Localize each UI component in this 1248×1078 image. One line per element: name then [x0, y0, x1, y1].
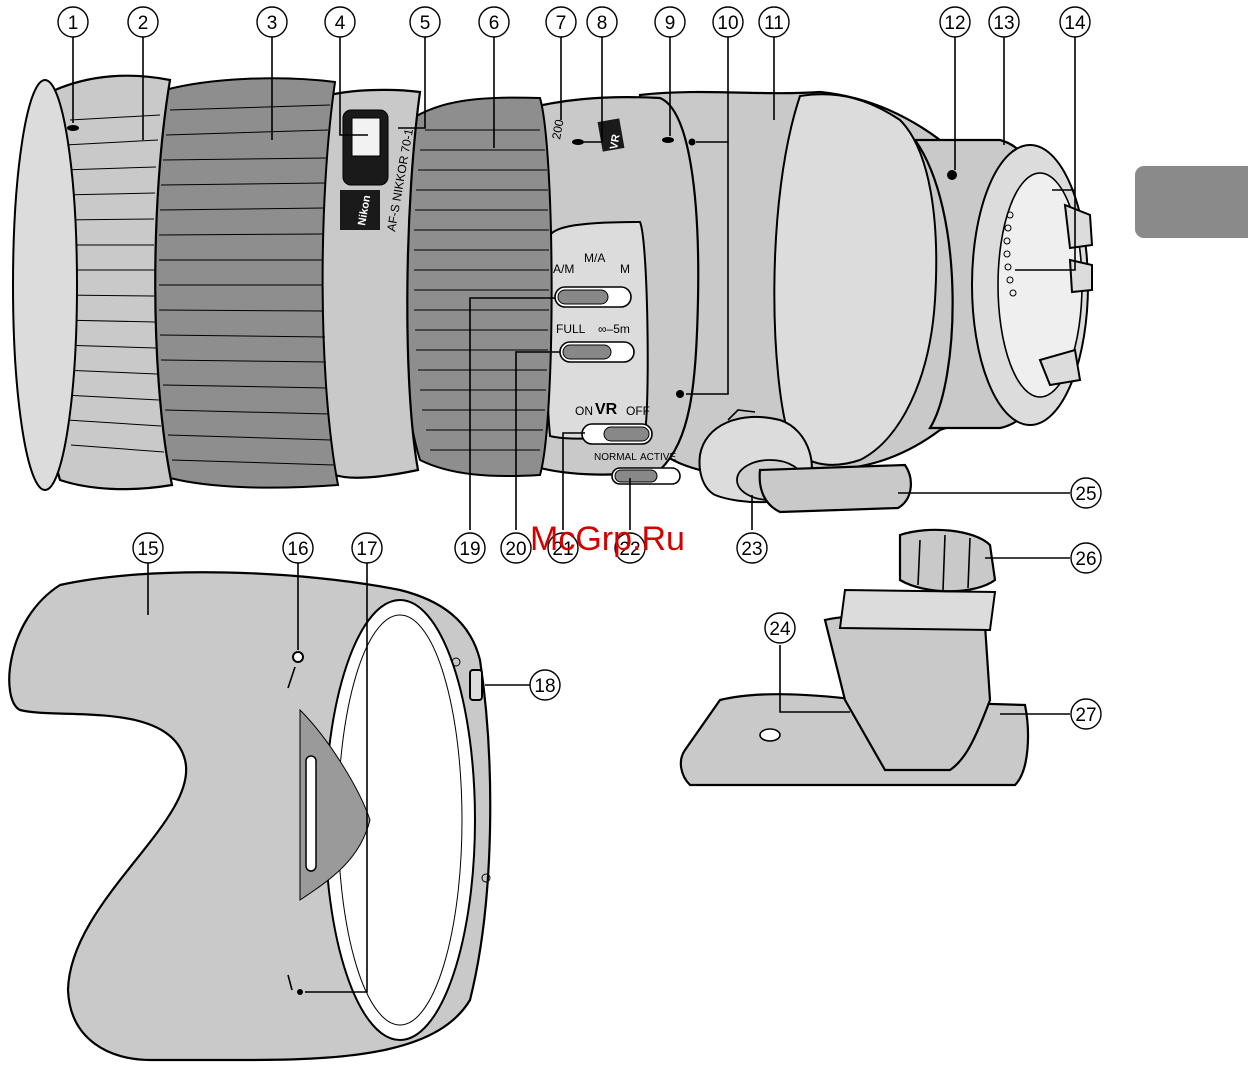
- callout-17: 17: [352, 533, 382, 563]
- svg-text:26: 26: [1075, 549, 1096, 570]
- svg-text:20: 20: [505, 539, 526, 560]
- callout-20: 20: [501, 533, 531, 563]
- tripod-foot-mounted: [760, 465, 911, 512]
- tripod-socket: [760, 729, 780, 741]
- svg-text:3: 3: [267, 13, 278, 34]
- collar-index: [662, 137, 674, 143]
- callout-4: 4: [325, 7, 355, 37]
- svg-text:27: 27: [1075, 705, 1096, 726]
- vr-title: VR: [595, 401, 618, 418]
- svg-text:13: 13: [993, 13, 1014, 34]
- callout-6: 6: [479, 7, 509, 37]
- tripod-index-top: [689, 139, 696, 146]
- svg-text:1: 1: [68, 13, 79, 34]
- svg-text:7: 7: [556, 13, 567, 34]
- svg-text:10: 10: [717, 13, 738, 34]
- focus-limit-range: ∞–5m: [598, 322, 630, 336]
- svg-text:8: 8: [597, 13, 608, 34]
- vr-mode-active: ACTIVE: [640, 452, 676, 463]
- callout-25: 25: [1071, 478, 1101, 508]
- svg-text:19: 19: [459, 539, 480, 560]
- zoom-ring: [400, 98, 552, 477]
- svg-text:25: 25: [1075, 484, 1096, 505]
- hood-slot: [306, 756, 316, 871]
- callout-19: 19: [455, 533, 485, 563]
- tripod-index-bottom: [676, 390, 684, 398]
- callout-8: 8: [587, 7, 617, 37]
- focal-index: [572, 139, 584, 145]
- svg-text:14: 14: [1064, 13, 1086, 34]
- tripod-foot-illustration: [681, 530, 1028, 785]
- focus-mode-am: A/M: [553, 262, 574, 276]
- callout-12: 12: [940, 7, 970, 37]
- vr-off: OFF: [626, 404, 650, 418]
- svg-text:6: 6: [489, 13, 500, 34]
- locking-screw: [900, 530, 995, 591]
- hood-mount-index: [67, 125, 79, 131]
- callout-18: 18: [530, 670, 560, 700]
- callout-9: 9: [655, 7, 685, 37]
- svg-text:11: 11: [764, 13, 784, 34]
- callout-27: 27: [1071, 699, 1101, 729]
- lens-illustration: Nikon AF-S NIKKOR 70-1: [13, 76, 1092, 512]
- svg-text:18: 18: [534, 676, 555, 697]
- focus-limit-full: FULL: [556, 322, 586, 336]
- svg-text:12: 12: [944, 13, 965, 34]
- callout-11: 11: [759, 7, 789, 37]
- hood-release-button: [470, 670, 482, 700]
- callout-26: 26: [1071, 543, 1101, 573]
- svg-text:5: 5: [420, 13, 431, 34]
- svg-text:15: 15: [137, 539, 158, 560]
- callout-1: 1: [58, 7, 88, 37]
- chapter-tab: [1135, 166, 1248, 238]
- svg-text:23: 23: [741, 539, 762, 560]
- hood-mounting-index: [293, 652, 303, 662]
- callout-23: 23: [737, 533, 767, 563]
- callout-5: 5: [410, 7, 440, 37]
- mounting-index: [947, 170, 957, 180]
- focus-ring: [151, 78, 338, 487]
- lens-hood-illustration: [9, 572, 490, 1060]
- vr-mode-normal: NORMAL: [594, 452, 637, 463]
- hood-setting-index: [297, 989, 303, 995]
- focus-mode-ma: M/A: [584, 251, 605, 265]
- front-rim: [13, 80, 77, 490]
- callout-24: 24: [765, 613, 795, 643]
- svg-text:24: 24: [769, 619, 791, 640]
- foot-top: [840, 590, 995, 630]
- callout-16: 16: [283, 533, 313, 563]
- callout-3: 3: [257, 7, 287, 37]
- svg-text:17: 17: [356, 539, 377, 560]
- svg-text:2: 2: [138, 13, 149, 34]
- mount-lug: [1065, 205, 1092, 248]
- callout-10: 10: [713, 7, 743, 37]
- callout-15: 15: [133, 533, 163, 563]
- watermark: McGrp.Ru: [530, 520, 685, 558]
- vr-on: ON: [575, 404, 593, 418]
- svg-text:4: 4: [335, 13, 346, 34]
- callout-2: 2: [128, 7, 158, 37]
- callout-7: 7: [546, 7, 576, 37]
- callout-13: 13: [989, 7, 1019, 37]
- svg-text:9: 9: [665, 13, 676, 34]
- callout-14: 14: [1060, 7, 1090, 37]
- focus-mode-m: M: [620, 262, 630, 276]
- svg-text:16: 16: [287, 539, 308, 560]
- mount-lug: [1070, 260, 1092, 292]
